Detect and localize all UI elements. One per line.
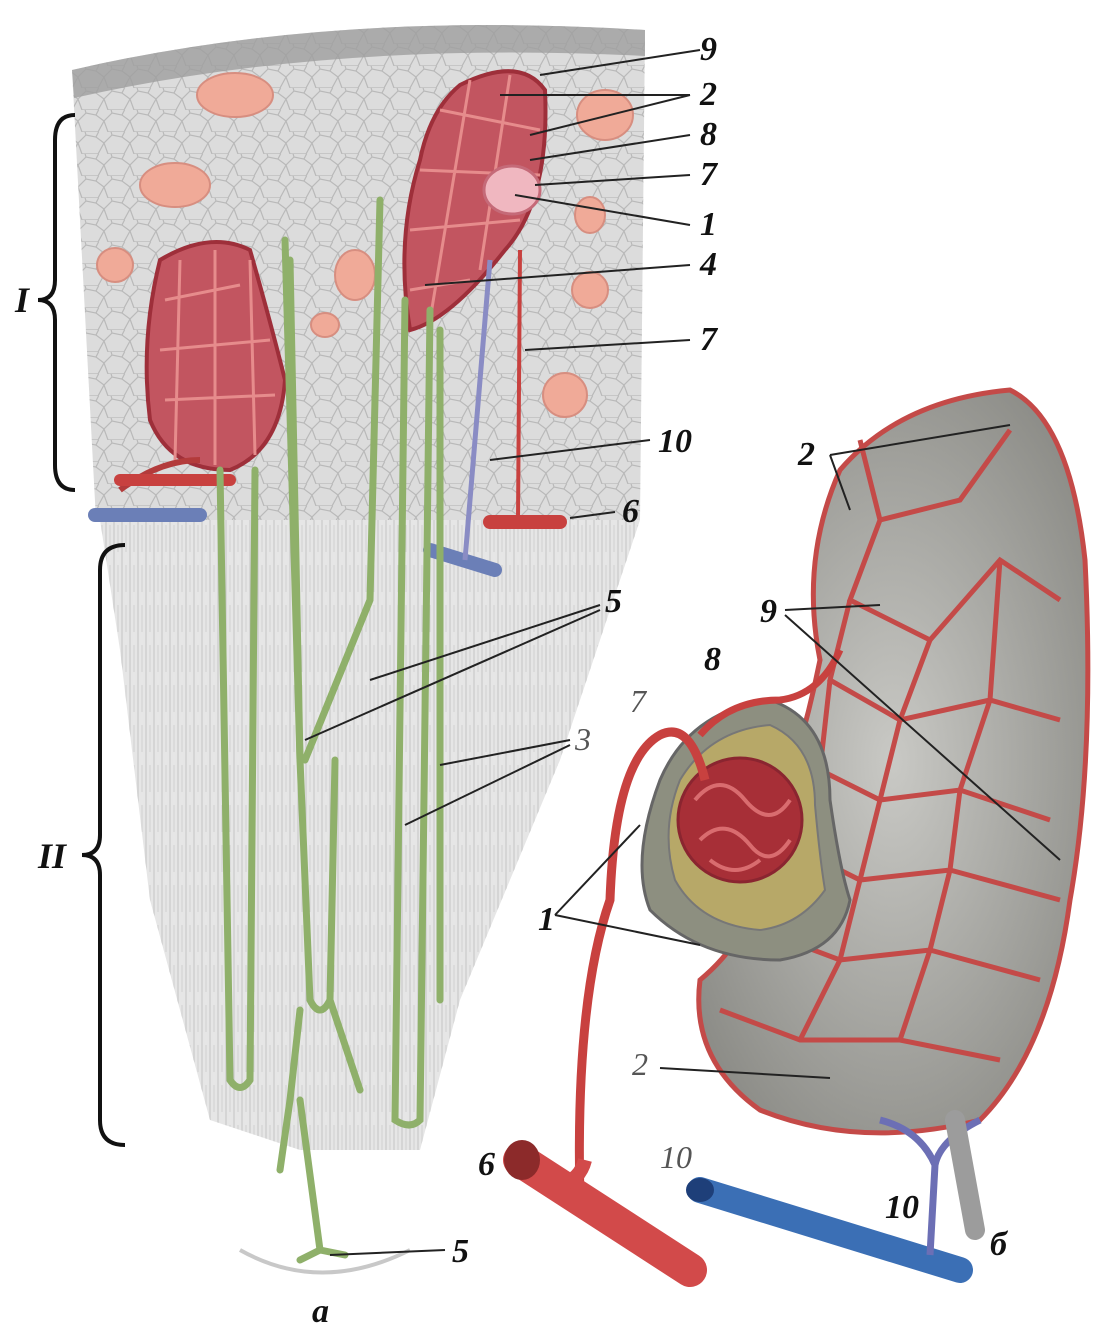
label-left-10: 10 xyxy=(658,423,692,460)
label-left-7: 7 xyxy=(700,321,719,358)
bowman-capsule xyxy=(642,700,850,960)
label-left-7-top: 7 xyxy=(700,156,719,193)
glomerulus-capillary-tuft xyxy=(678,758,802,882)
medulla-tissue xyxy=(100,520,640,1150)
label-right-2-top: 2 xyxy=(797,436,815,473)
collecting-duct xyxy=(955,1120,975,1230)
label-left-3: 3 xyxy=(574,721,591,757)
label-right-7: 7 xyxy=(630,683,648,719)
label-right-10-top: 10 xyxy=(660,1139,692,1175)
label-left-6: 6 xyxy=(622,493,639,530)
label-left-4: 4 xyxy=(699,246,717,283)
label-left-1: 1 xyxy=(700,206,717,243)
label-right-10: 10 xyxy=(885,1189,919,1226)
label-right-1: 1 xyxy=(538,901,555,938)
label-right-2-bottom: 2 xyxy=(632,1046,648,1082)
zone-label-medulla: II xyxy=(37,836,68,876)
label-right-6: 6 xyxy=(478,1146,495,1183)
label-left-5-bottom: 5 xyxy=(452,1233,469,1270)
left-panel-kidney-section: I II 9 2 8 7 1 4 xyxy=(14,25,719,1330)
panel-tag-right: б xyxy=(990,1226,1009,1263)
zone-brace-medulla: II xyxy=(37,545,125,1145)
label-right-8: 8 xyxy=(704,641,721,678)
label-left-5: 5 xyxy=(605,583,622,620)
label-right-9: 9 xyxy=(760,593,777,630)
vein-right xyxy=(686,1120,980,1270)
panel-tag-left: а xyxy=(312,1293,329,1330)
zone-label-cortex: I xyxy=(14,280,31,320)
label-left-2: 2 xyxy=(699,76,717,113)
label-left-9: 9 xyxy=(700,31,717,68)
zone-brace-cortex: I xyxy=(14,115,75,490)
label-left-8: 8 xyxy=(700,116,717,153)
